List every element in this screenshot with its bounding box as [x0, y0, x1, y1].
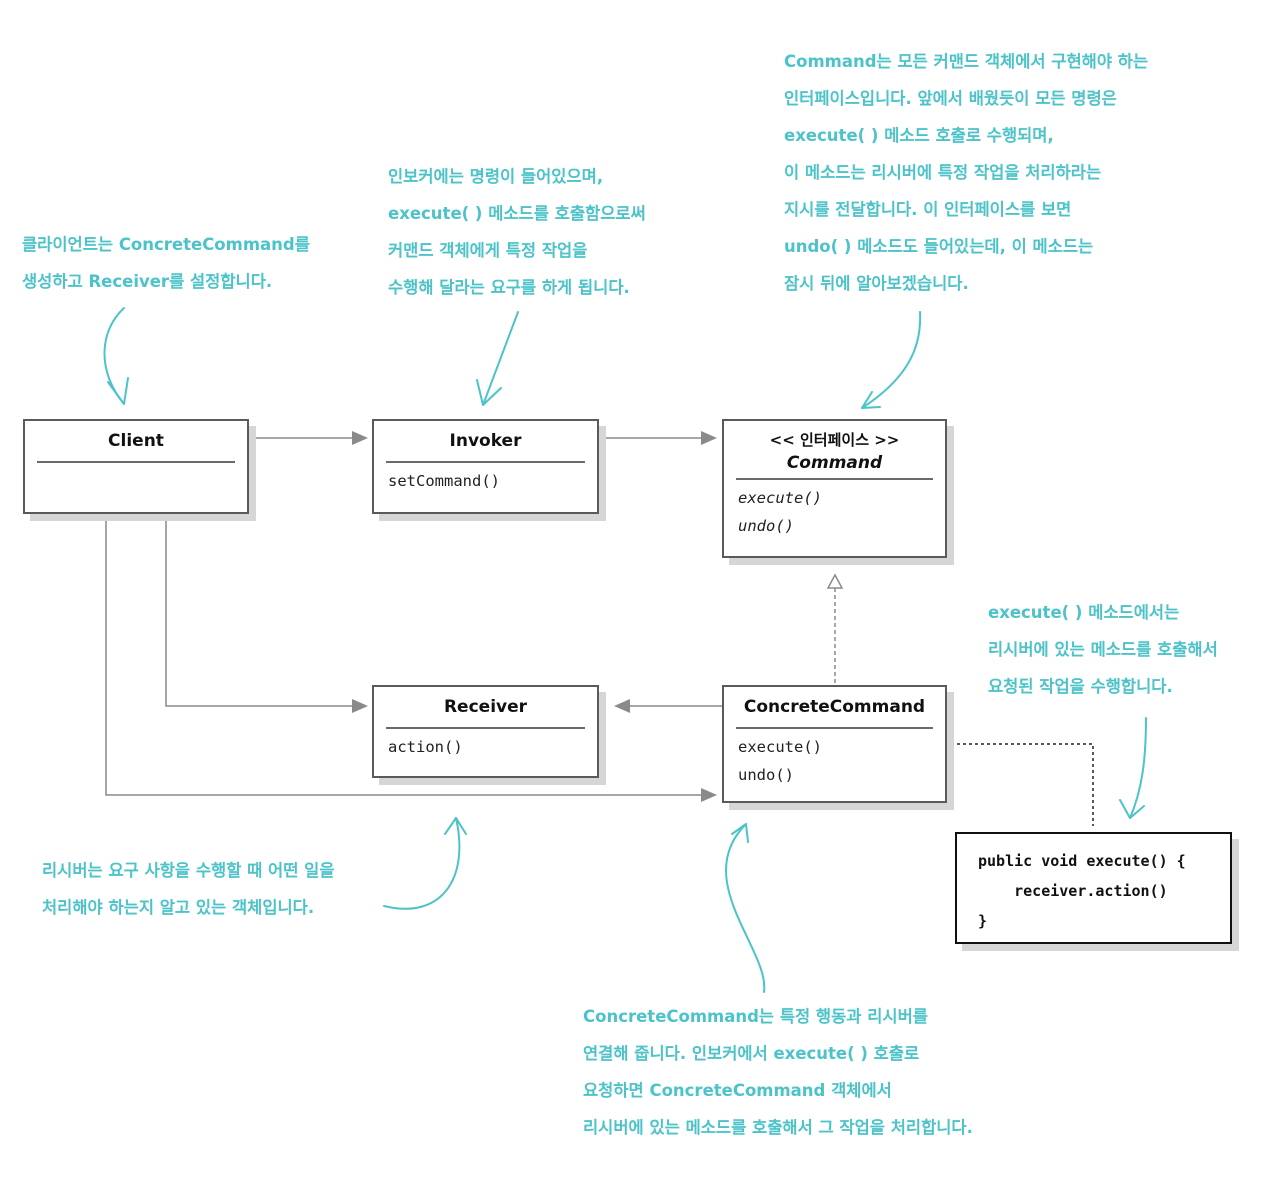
client-concrete-arrowhead [701, 788, 717, 802]
invoker-note-arrow [482, 311, 519, 406]
note-line: 리시버에 있는 메소드를 호출해서 그 작업을 처리합니다. [583, 1118, 973, 1137]
note-line: 리시버에 있는 메소드를 호출해서 [988, 640, 1218, 659]
note-line: 리시버는 요구 사항을 수행할 때 어떤 일을 [42, 861, 335, 880]
client-note: 클라이언트는 ConcreteCommand를 생성하고 Receiver를 설… [22, 226, 310, 300]
invoker-note-arrowhead [476, 379, 502, 406]
invoker-class-name: Invoker [449, 431, 522, 451]
method-set-command: setCommand() [388, 472, 500, 490]
execute-code-box: public void execute() { receiver.action(… [955, 832, 1232, 944]
note-line: 커맨드 객체에게 특정 작업을 [388, 241, 588, 260]
interface-stereotype: << 인터페이스 >> [769, 431, 900, 449]
client-class: Client [23, 419, 249, 514]
note-line: 요청된 작업을 수행합니다. [988, 677, 1173, 696]
concrete-command-class-name: ConcreteCommand [743, 697, 926, 717]
note-line: ConcreteCommand는 특정 행동과 리시버를 [583, 1007, 928, 1026]
client-receiver-arrowhead [352, 699, 368, 713]
concrete-note-arrow [725, 823, 766, 993]
invoker-class: Invoker setCommand() [372, 419, 599, 514]
receiver-note-arrowhead [444, 817, 467, 835]
note-line: 잠시 뒤에 알아보겠습니다. [784, 274, 969, 293]
method-undo: undo() [738, 517, 794, 535]
command-interface-name: Command [786, 453, 883, 473]
note-line: 지시를 전달합니다. 이 인터페이스를 보면 [784, 200, 1072, 219]
code-line: } [978, 912, 988, 930]
concrete-note-arrowhead [731, 823, 749, 843]
note-line: 연결해 줍니다. 인보커에서 execute( ) 호출로 [583, 1044, 920, 1063]
command-note: Command는 모든 커맨드 객체에서 구현해야 하는 인터페이스입니다. 앞… [784, 43, 1148, 302]
note-line: 생성하고 Receiver를 설정합니다. [22, 272, 273, 291]
receiver-class-name: Receiver [443, 697, 528, 717]
receiver-note-arrow [383, 817, 461, 910]
command-note-arrow [861, 311, 922, 409]
method-execute: execute() [738, 738, 822, 756]
code-line: public void execute() { [978, 852, 1186, 870]
note-line: execute( ) 메소드에서는 [988, 603, 1180, 622]
receiver-note: 리시버는 요구 사항을 수행할 때 어떤 일을 처리해야 하는지 알고 있는 객… [42, 852, 335, 926]
note-line: 클라이언트는 ConcreteCommand를 [22, 235, 310, 254]
method-action: action() [388, 738, 463, 756]
note-line: 인보커에는 명령이 들어있으며, [388, 167, 604, 186]
client-class-name: Client [108, 431, 164, 451]
invoker-command-arrowhead [701, 431, 717, 445]
concrete-note: ConcreteCommand는 특정 행동과 리시버를 연결해 줍니다. 인보… [583, 998, 973, 1146]
concrete-receiver-arrowhead [614, 699, 630, 713]
client-receiver-line [165, 514, 354, 707]
note-line: undo( ) 메소드도 들어있는데, 이 메소드는 [784, 237, 1094, 256]
invoker-note: 인보커에는 명령이 들어있으며, execute( ) 메소드를 호출함으로써 … [388, 158, 646, 306]
class-divider [736, 478, 933, 480]
realization-triangle [826, 573, 844, 589]
class-divider [386, 727, 585, 729]
command-interface: << 인터페이스 >> Command execute() undo() [722, 419, 947, 558]
note-line: 수행해 달라는 요구를 하게 됩니다. [388, 278, 630, 297]
concrete-command-class: ConcreteCommand execute() undo() [722, 685, 947, 803]
note-line: execute( ) 메소드 호출로 수행되며, [784, 126, 1054, 145]
class-divider [37, 461, 235, 463]
note-line: execute( ) 메소드를 호출함으로써 [388, 204, 646, 223]
note-line: 요청하면 ConcreteCommand 객체에서 [583, 1081, 892, 1100]
method-execute: execute() [738, 489, 822, 507]
client-note-arrowhead [107, 377, 129, 405]
execute-note: execute( ) 메소드에서는 리시버에 있는 메소드를 호출해서 요청된 … [988, 594, 1218, 705]
method-undo: undo() [738, 766, 794, 784]
note-line: 이 메소드는 리시버에 특정 작업을 처리하라는 [784, 163, 1102, 182]
note-line: Command는 모든 커맨드 객체에서 구현해야 하는 [784, 52, 1149, 71]
receiver-class: Receiver action() [372, 685, 599, 778]
client-invoker-arrowhead [352, 431, 368, 445]
code-line: receiver.action() [978, 882, 1168, 900]
note-line: 처리해야 하는지 알고 있는 객체입니다. [42, 898, 315, 917]
command-note-arrowhead [861, 391, 881, 409]
client-concrete-line [105, 514, 703, 796]
class-divider [736, 727, 933, 729]
execute-note-arrow [1129, 717, 1147, 819]
note-line: 인터페이스입니다. 앞에서 배웠듯이 모든 명령은 [784, 89, 1117, 108]
class-divider [386, 461, 585, 463]
execute-note-arrowhead [1119, 799, 1145, 819]
